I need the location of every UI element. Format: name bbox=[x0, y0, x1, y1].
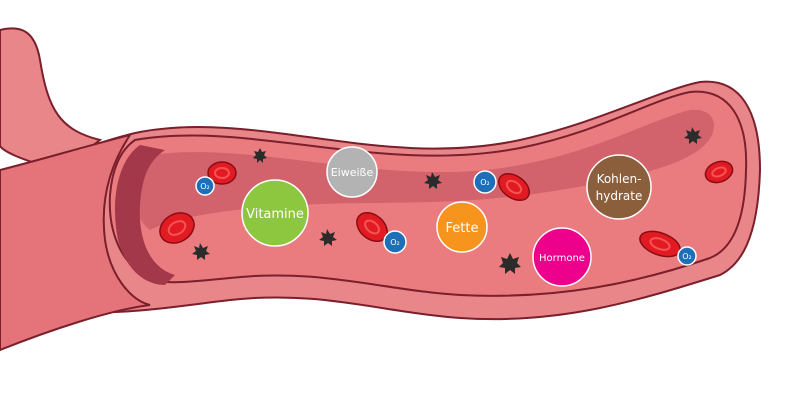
red-blood-cell bbox=[159, 212, 195, 244]
particle-icon bbox=[319, 229, 337, 246]
nutrient-hormone: Hormone bbox=[532, 227, 592, 287]
red-blood-cells bbox=[159, 160, 734, 258]
oxygen-molecule: O₂ bbox=[383, 230, 407, 254]
svg-text:Eiweiße: Eiweiße bbox=[331, 166, 374, 179]
svg-text:Kohlen-: Kohlen- bbox=[597, 172, 642, 186]
nutrient-eiweisse: Eiweiße bbox=[326, 146, 378, 198]
red-blood-cell bbox=[207, 161, 237, 185]
oxygen-molecule: O₂ bbox=[677, 246, 697, 266]
svg-text:O₂: O₂ bbox=[390, 238, 400, 247]
svg-text:O₂: O₂ bbox=[682, 252, 692, 261]
oxygen-molecule: O₂ bbox=[195, 176, 215, 196]
nutrient-kohlenhydrate: Kohlen- hydrate bbox=[586, 154, 652, 220]
particle-icon bbox=[253, 148, 267, 163]
red-blood-cell bbox=[497, 172, 531, 202]
particle-icon bbox=[424, 172, 442, 189]
nutrient-vitamine: Vitamine bbox=[241, 179, 309, 247]
particles bbox=[192, 127, 702, 274]
svg-text:hydrate: hydrate bbox=[596, 189, 643, 203]
vessel-branch bbox=[0, 27, 103, 172]
vessel-left-cap bbox=[114, 145, 175, 285]
svg-text:Fette: Fette bbox=[446, 221, 479, 236]
oxygen-molecule: O₂ bbox=[473, 170, 497, 194]
svg-text:Vitamine: Vitamine bbox=[246, 207, 304, 222]
svg-text:O₂: O₂ bbox=[480, 178, 490, 187]
svg-text:Hormone: Hormone bbox=[539, 253, 585, 264]
svg-text:O₂: O₂ bbox=[200, 182, 210, 191]
particle-icon bbox=[499, 253, 521, 274]
particle-icon bbox=[684, 127, 702, 144]
particle-icon bbox=[192, 243, 210, 260]
red-blood-cell bbox=[704, 160, 734, 184]
vessel-left-segment bbox=[0, 133, 151, 352]
nutrient-fette: Fette bbox=[436, 201, 488, 253]
